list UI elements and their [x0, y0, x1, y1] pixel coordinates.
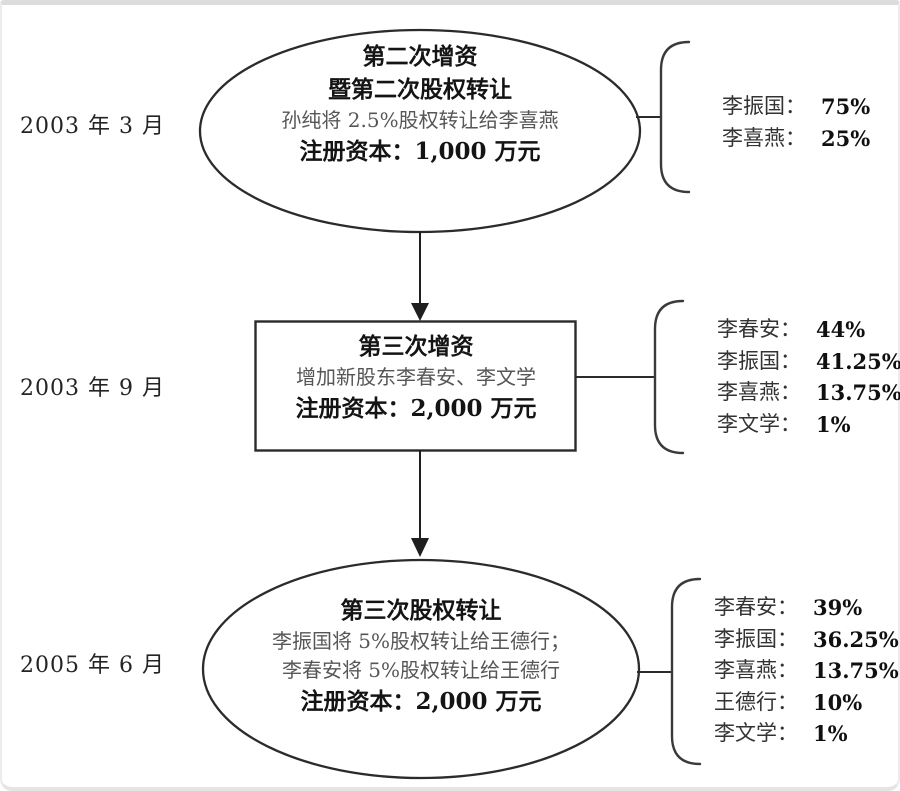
shareholder-row: 李喜燕： 13.75%	[714, 655, 899, 687]
stage2-rectangle	[254, 320, 577, 452]
shareholder-row: 李振国： 75%	[722, 91, 870, 123]
arrow1-head-icon	[411, 303, 429, 321]
stage3-node: 第三次股权转让 李振国将 5%股权转让给王德行； 李春安将 5%股权转让给王德行…	[211, 594, 631, 718]
shareholder-pct: 25%	[821, 125, 871, 151]
shareholder-row: 李文学： 1%	[717, 409, 900, 441]
stage1-registered-capital: 注册资本：1,000 万元	[299, 138, 541, 165]
stage2-shareholder-bracket	[653, 299, 685, 455]
stage1-node: 第二次增资 暨第二次股权转让 孙纯将 2.5%股权转让给李喜燕 注册资本：1,0…	[210, 40, 630, 168]
shareholder-pct: 39%	[813, 595, 863, 620]
stage3-ellipse	[201, 558, 641, 780]
shareholder-pct: 13.75%	[813, 658, 899, 684]
shareholder-pct: 13.75%	[816, 380, 900, 406]
stage1-title-line1: 第二次增资	[362, 43, 478, 70]
shareholder-row: 李春安： 44%	[717, 314, 900, 346]
shareholder-name: 李振国：	[714, 626, 798, 651]
stage3-title-line1: 第三次股权转让	[340, 597, 502, 624]
shareholder-row: 李春安： 39%	[714, 592, 899, 624]
shareholder-row: 李振国： 36.25%	[714, 624, 899, 656]
shareholder-row: 王德行： 10%	[714, 687, 899, 719]
stage1-date-label: 2003 年 3 月	[20, 114, 165, 139]
shareholder-pct: 1%	[816, 411, 851, 437]
shareholder-name: 李文学：	[717, 411, 801, 436]
shareholder-name: 李振国：	[717, 348, 801, 373]
stage1-shareholder-list: 李振国： 75% 李喜燕： 25%	[722, 91, 870, 154]
stage2-date-label: 2003 年 9 月	[20, 376, 165, 401]
shareholder-name: 李振国：	[722, 94, 806, 118]
stage2-shareholder-list: 李春安： 44% 李振国： 41.25% 李喜燕： 13.75% 李文学： 1%	[717, 314, 900, 440]
shareholder-pct: 41.25%	[816, 348, 900, 374]
stage3-description-line1: 李振国将 5%股权转让给王德行；	[271, 629, 571, 653]
stage2-node: 第三次增资 增加新股东李春安、李文学 注册资本：2,000 万元	[256, 330, 576, 425]
stage1-title-line2: 暨第二次股权转让	[328, 76, 512, 103]
shareholder-name: 李喜燕：	[717, 380, 801, 405]
stage3-description-line2: 李春安将 5%股权转让给王德行	[281, 658, 561, 682]
shareholder-row: 李喜燕： 13.75%	[717, 377, 900, 409]
shareholder-name: 李春安：	[714, 595, 798, 619]
shareholder-pct: 44%	[816, 317, 866, 342]
stage1-description: 孙纯将 2.5%股权转让给李喜燕	[281, 108, 559, 132]
shareholder-row: 李振国： 41.25%	[717, 346, 900, 378]
arrow2-head-icon	[411, 538, 429, 557]
shareholder-pct: 75%	[821, 94, 871, 119]
stage2-title-line1: 第三次增资	[358, 333, 474, 360]
shareholder-pct: 1%	[813, 721, 848, 747]
shareholder-row: 李喜燕： 25%	[722, 123, 870, 155]
stage1-shareholder-bracket	[659, 40, 691, 194]
shareholder-pct: 36.25%	[813, 626, 899, 652]
stage3-shareholder-bracket	[670, 577, 702, 766]
shareholder-name: 李春安：	[717, 317, 801, 341]
stage2-description: 增加新股东李春安、李文学	[296, 365, 536, 389]
shareholder-name: 李喜燕：	[714, 658, 798, 683]
shareholder-row: 李文学： 1%	[714, 718, 899, 750]
shareholder-name: 李文学：	[714, 721, 798, 746]
shareholder-name: 李喜燕：	[722, 125, 806, 150]
stage3-shareholder-list: 李春安： 39% 李振国： 36.25% 李喜燕： 13.75% 王德行： 10…	[714, 592, 899, 750]
shareholder-name: 王德行：	[714, 689, 798, 714]
stage3-date-label: 2005 年 6 月	[20, 653, 165, 678]
stage2-registered-capital: 注册资本：2,000 万元	[295, 395, 537, 422]
stage3-registered-capital: 注册资本：2,000 万元	[300, 688, 542, 715]
shareholder-pct: 10%	[813, 689, 863, 715]
